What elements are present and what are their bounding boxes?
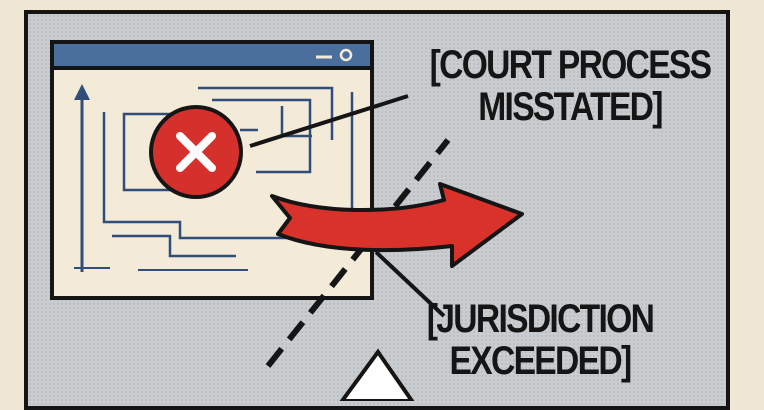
illustration: [COURT PROCESS MISSTATED] [JURISDICTION … — [0, 0, 764, 401]
caption-jurisdiction-line-1: [JURISDICTION — [389, 298, 691, 340]
x-circle-icon — [151, 107, 241, 197]
caption-jurisdiction: [JURISDICTION EXCEEDED] — [389, 298, 691, 382]
caption-court-process: [COURT PROCESS MISSTATED] — [419, 44, 721, 128]
caption-jurisdiction-line-2: EXCEEDED] — [389, 340, 691, 382]
caption-court-process-line-2: MISSTATED] — [419, 86, 721, 128]
caption-court-process-line-1: [COURT PROCESS — [419, 44, 721, 86]
